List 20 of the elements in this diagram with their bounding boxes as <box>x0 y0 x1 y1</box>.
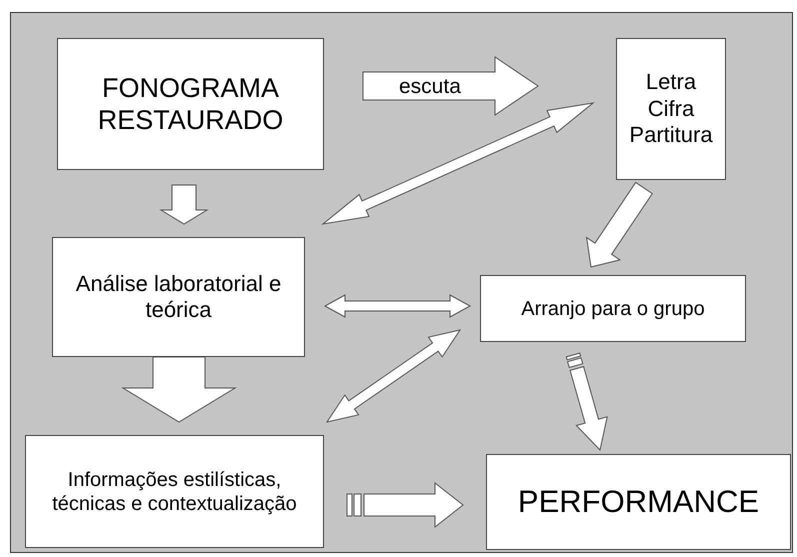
process-box <box>25 435 324 548</box>
block-arrow <box>566 352 608 452</box>
block-arrow <box>346 482 464 528</box>
node-text: Análise laboratorial e teórica <box>74 270 282 324</box>
process-box <box>52 237 305 357</box>
node-text: FONOGRAMA RESTAURADO <box>96 72 284 136</box>
process-box <box>57 38 324 170</box>
block-arrow <box>324 294 472 318</box>
node-text: Letra Cifra Partitura <box>628 69 714 149</box>
node-text: Informações estilísticas, técnicas e contextualização <box>52 468 297 516</box>
block-arrow <box>586 182 653 268</box>
process-box <box>616 38 726 180</box>
block-arrow <box>159 184 209 225</box>
block-arrow <box>326 329 462 423</box>
node-text: PERFORMANCE <box>518 483 760 521</box>
block-arrow <box>121 356 237 423</box>
process-box <box>480 275 746 342</box>
process-box <box>486 454 791 550</box>
node-text: Arranjo para o grupo <box>521 296 705 320</box>
block-arrow <box>321 102 595 225</box>
